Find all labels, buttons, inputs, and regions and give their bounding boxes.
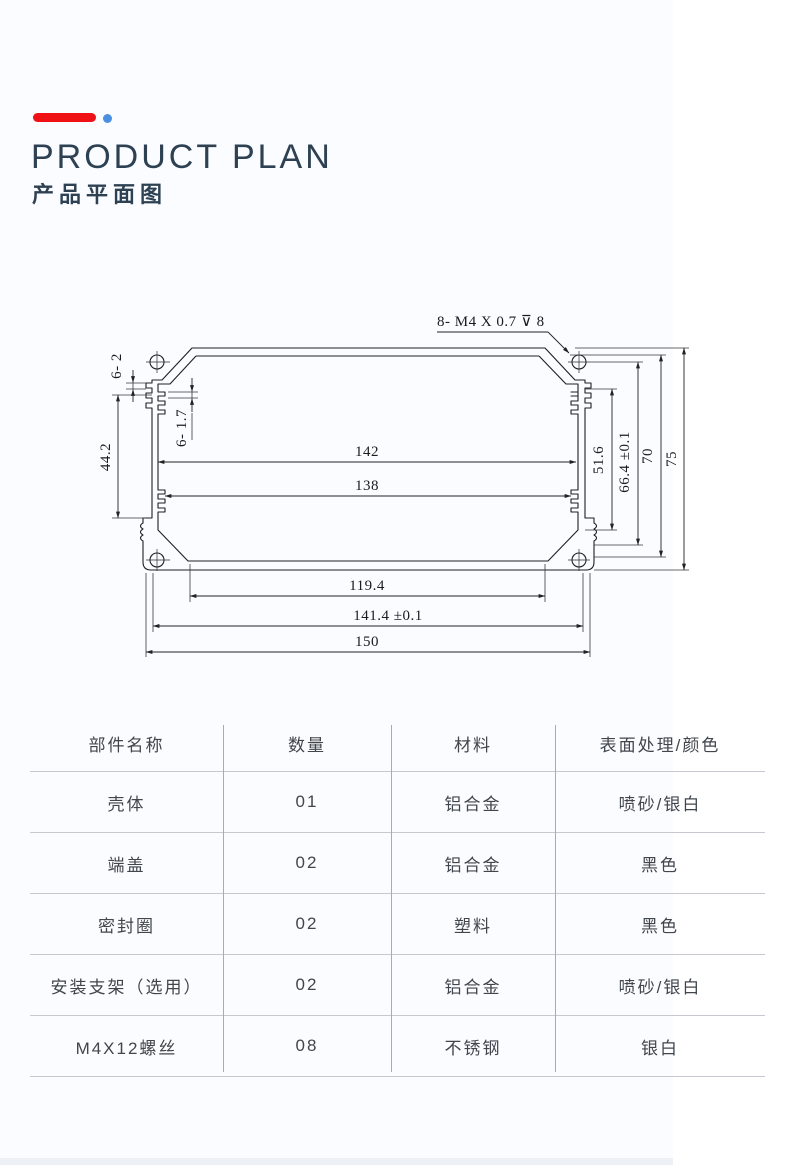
dim-6-2-label: 6- 2 <box>109 353 125 379</box>
table-column-divider <box>223 725 224 1072</box>
table-cell: 壳体 <box>107 794 146 814</box>
table-cell: 02 <box>295 914 319 933</box>
table-cell: M4X12螺丝 <box>75 1038 178 1058</box>
table-cell: 黑色 <box>641 855 679 875</box>
table-row: 密封圈 02 塑料 黑色 <box>30 894 765 955</box>
table-cell: 喷砂/银白 <box>618 977 702 997</box>
page-right-margin <box>673 0 790 1165</box>
table-row: M4X12螺丝 08 不锈钢 银白 <box>30 1016 765 1077</box>
screw-hole-bottom-left <box>146 549 170 571</box>
page-title-zh: 产品平面图 <box>32 182 168 207</box>
screw-hole-bottom-right <box>568 549 590 571</box>
screw-hole-top-left <box>146 351 170 373</box>
blue-accent-dot <box>103 114 112 123</box>
dim-150-label: 150 <box>355 634 379 650</box>
table-cell: 08 <box>295 1036 319 1055</box>
dim-44-2-label: 44.2 <box>98 443 114 471</box>
table-row: 端盖 02 铝合金 黑色 <box>30 833 765 894</box>
table-header-cell: 材料 <box>454 735 492 755</box>
table-cell: 不锈钢 <box>444 1038 502 1058</box>
table-cell: 安装支架（选用） <box>50 977 203 997</box>
page-title-en: PRODUCT PLAN <box>31 138 333 176</box>
dimension-lines <box>116 331 686 654</box>
table-cell: 喷砂/银白 <box>618 794 702 814</box>
table-cell: 铝合金 <box>444 855 502 875</box>
table-cell: 02 <box>295 853 319 872</box>
table-cell: 端盖 <box>107 855 146 875</box>
table-column-divider <box>391 725 392 1072</box>
section-divider-band <box>0 1158 673 1165</box>
dim-70-label: 70 <box>640 448 656 464</box>
table-header-cell: 部件名称 <box>88 735 165 755</box>
table-header-cell: 表面处理/颜色 <box>599 735 721 755</box>
table-cell: 黑色 <box>641 916 679 936</box>
dim-51-6-label: 51.6 <box>591 446 607 474</box>
dim-75-label: 75 <box>664 451 680 467</box>
table-cell: 01 <box>295 792 319 811</box>
table-cell: 铝合金 <box>444 794 502 814</box>
dim-141-4-label: 141.4 ±0.1 <box>353 608 422 624</box>
dim-138-label: 138 <box>355 478 379 494</box>
technical-drawing: 8- M4 X 0.7 ⊽ 8 142 138 119.4 141.4 ±0.1… <box>98 314 689 657</box>
parts-table-header: 部件名称 数量 材料 表面处理/颜色 <box>30 715 765 772</box>
table-cell: 铝合金 <box>444 977 502 997</box>
table-column-divider <box>555 725 556 1072</box>
table-row: 壳体 01 铝合金 喷砂/银白 <box>30 772 765 833</box>
screw-hole-top-right <box>568 351 590 373</box>
table-cell: 密封圈 <box>98 916 155 936</box>
dim-142-label: 142 <box>355 444 379 460</box>
dim-66-4-label: 66.4 ±0.1 <box>617 431 633 492</box>
table-cell: 塑料 <box>454 916 492 936</box>
dim-6-1-7-label: 6- 1.7 <box>174 409 190 447</box>
table-cell: 02 <box>295 975 319 994</box>
enclosure-profile <box>139 347 598 571</box>
dim-119-4-label: 119.4 <box>349 578 385 594</box>
table-header-cell: 数量 <box>288 735 326 755</box>
red-accent-bar <box>33 113 96 122</box>
thread-callout-label: 8- M4 X 0.7 ⊽ 8 <box>437 314 545 330</box>
table-row: 安装支架（选用） 02 铝合金 喷砂/银白 <box>30 955 765 1016</box>
table-cell: 银白 <box>641 1038 679 1058</box>
extension-lines <box>112 347 689 657</box>
